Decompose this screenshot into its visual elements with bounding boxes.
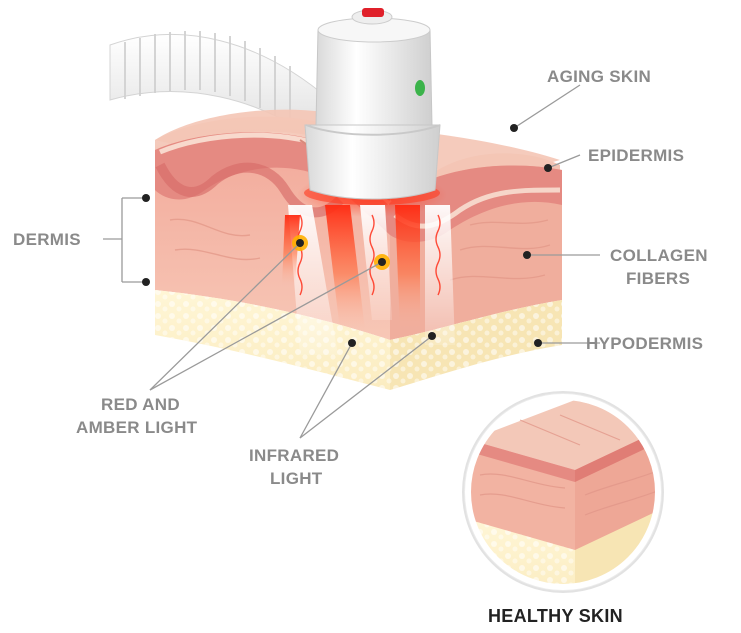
leader-dot-icon xyxy=(296,239,304,247)
leader-dot-icon xyxy=(378,258,386,266)
label-red-amber-line1: RED AND xyxy=(101,395,180,414)
leader-dot-icon xyxy=(142,194,150,202)
leader-dot-icon xyxy=(428,332,436,340)
label-collagen-line1: COLLAGEN xyxy=(610,246,708,265)
indicator-light xyxy=(415,80,425,96)
label-aging-skin: AGING SKIN xyxy=(547,67,651,86)
healthy-skin-inset xyxy=(460,390,670,600)
leader-dot-icon xyxy=(510,124,518,132)
leader-dot-icon xyxy=(544,164,552,172)
leader-dot-icon xyxy=(534,339,542,347)
leader-dot-icon xyxy=(142,278,150,286)
label-dermis: DERMIS xyxy=(13,230,81,249)
label-collagen-line2: FIBERS xyxy=(626,269,690,288)
leader-dot-icon xyxy=(348,339,356,347)
leader-dot-icon xyxy=(523,251,531,259)
device-button xyxy=(362,8,384,17)
label-infrared-line2: LIGHT xyxy=(270,469,323,488)
light-therapy-device-icon xyxy=(304,8,440,205)
label-epidermis: EPIDERMIS xyxy=(588,146,684,165)
label-red-amber-line2: AMBER LIGHT xyxy=(76,418,198,437)
label-hypodermis: HYPODERMIS xyxy=(586,334,703,353)
label-infrared-line1: INFRARED xyxy=(249,446,339,465)
label-healthy-skin: HEALTHY SKIN xyxy=(488,606,623,626)
